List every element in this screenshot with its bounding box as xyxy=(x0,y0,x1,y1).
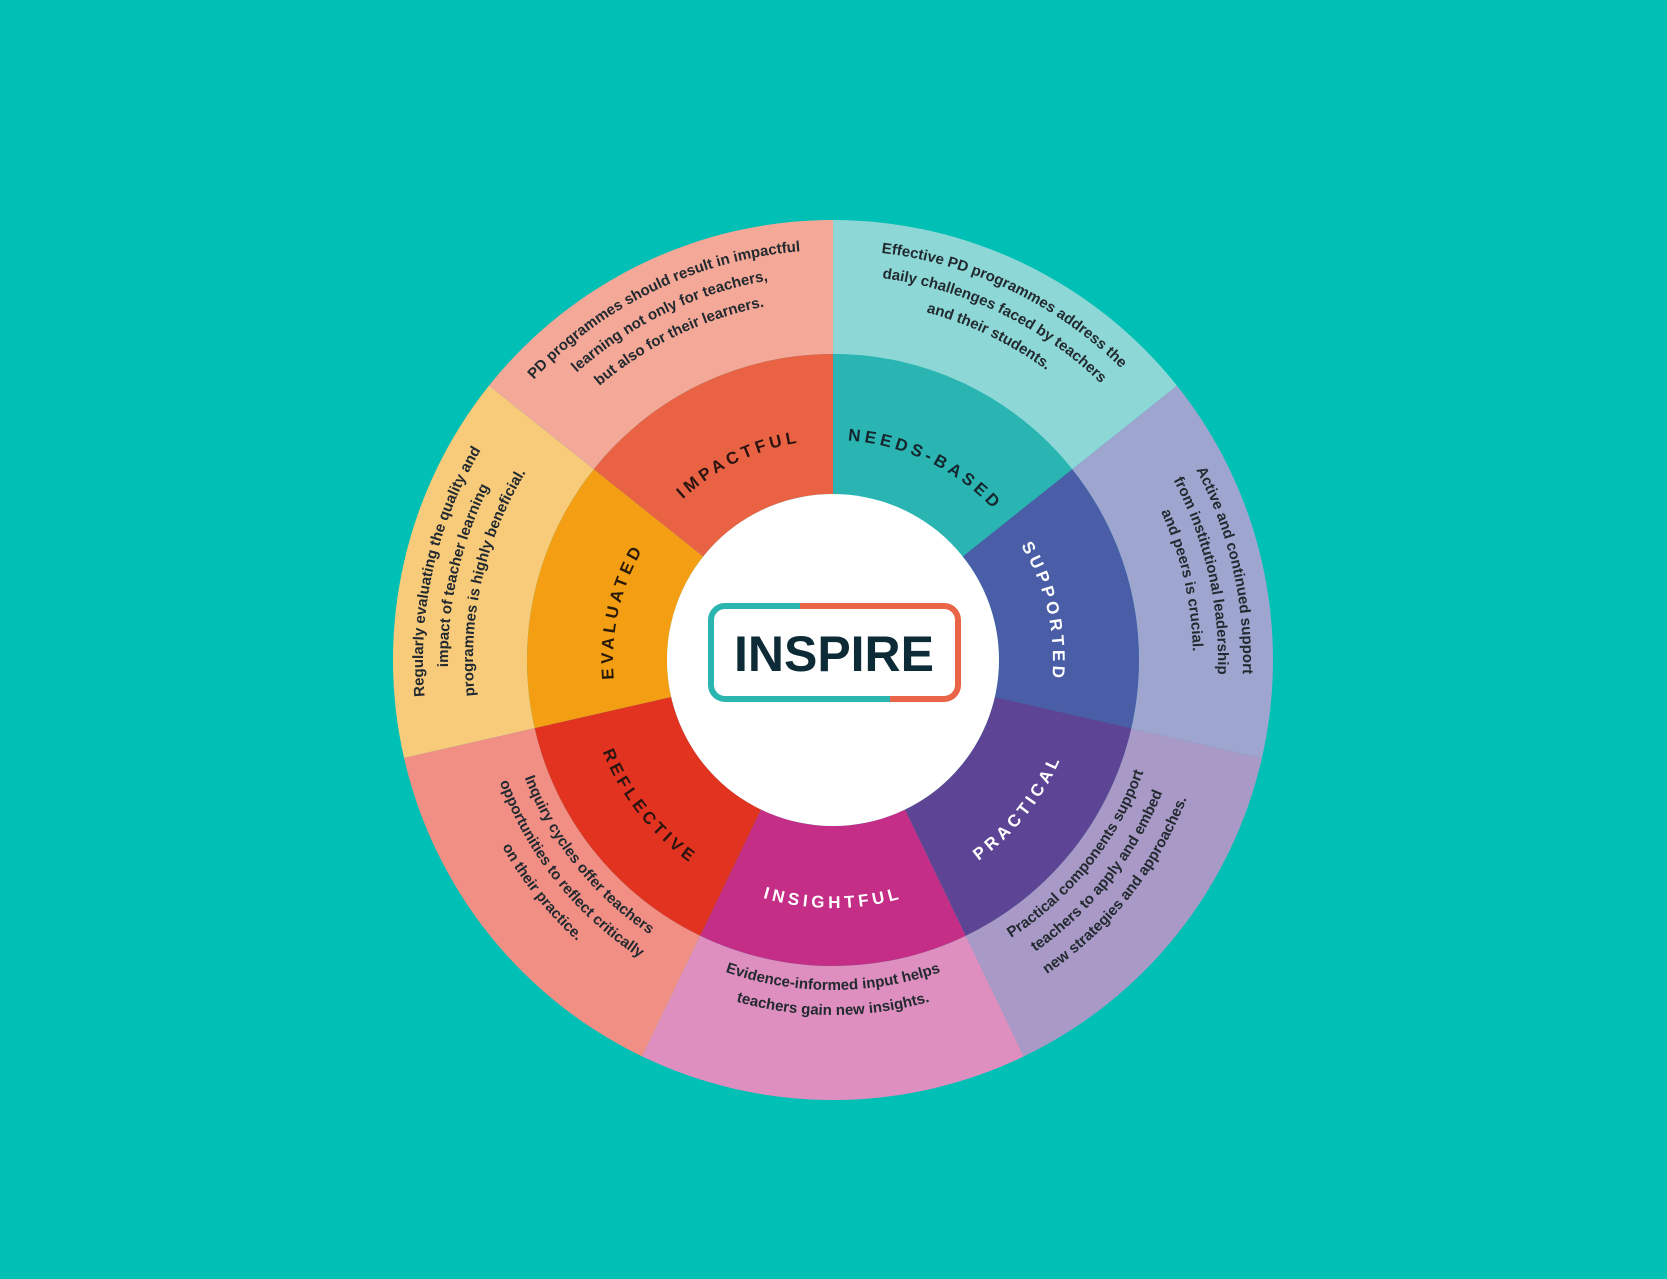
inspire-badge: INSPIRE xyxy=(708,603,961,702)
outer-ring-needs-based xyxy=(833,220,1178,470)
inner-ring-practical xyxy=(905,696,1132,936)
inner-ring-reflective xyxy=(534,696,761,936)
inner-ring-needs-based xyxy=(833,354,1073,557)
outer-ring-practical xyxy=(965,728,1262,1057)
outer-ring-evaluated xyxy=(393,385,594,758)
inner-ring-insightful xyxy=(700,809,966,966)
badge-border-coral xyxy=(800,603,961,702)
center-title: INSPIRE xyxy=(734,626,934,682)
outer-ring-reflective xyxy=(404,728,701,1057)
outer-ring-supported xyxy=(1072,385,1273,758)
outer-ring-impactful xyxy=(488,220,833,470)
inner-ring-supported xyxy=(962,469,1139,729)
inner-ring-impactful xyxy=(593,354,833,557)
badge-border-teal xyxy=(708,603,890,702)
outer-ring-insightful xyxy=(642,935,1024,1100)
inner-ring-evaluated xyxy=(527,469,704,729)
